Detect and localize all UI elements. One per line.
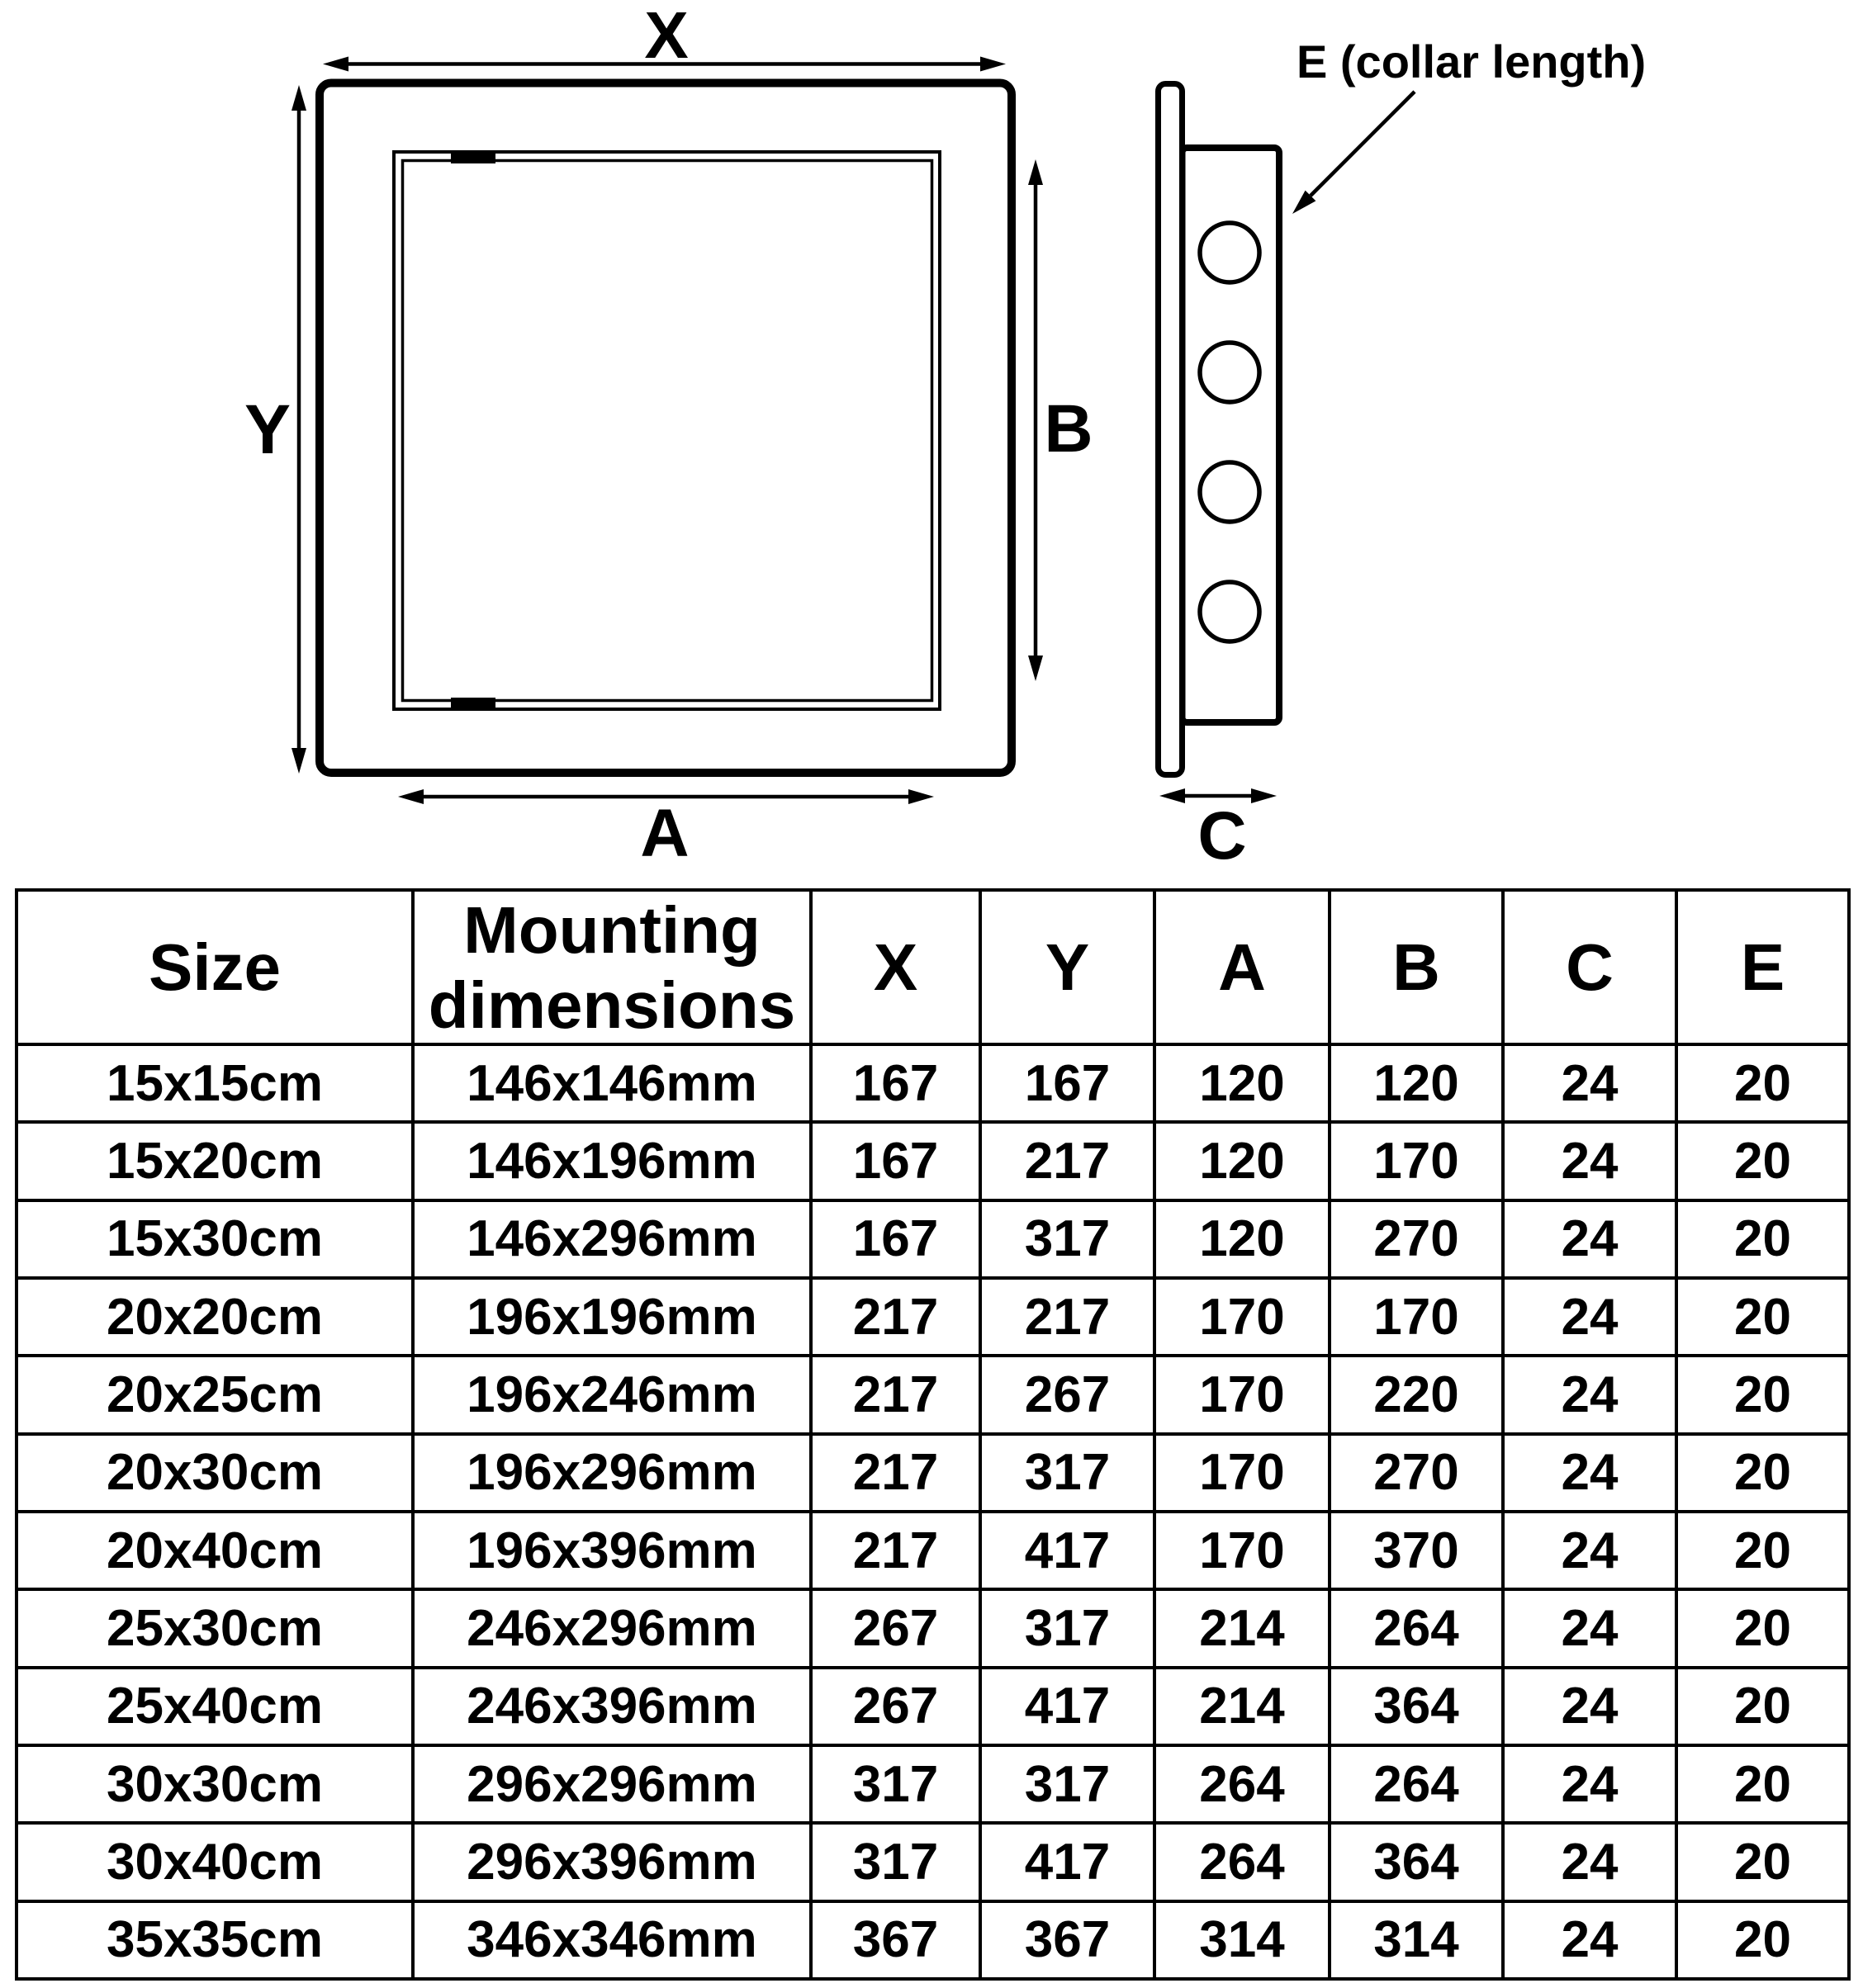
svg-text:A: A <box>640 796 689 871</box>
svg-text:B: B <box>1044 391 1093 466</box>
svg-text:X: X <box>644 0 688 72</box>
svg-text:E (collar length): E (collar length) <box>1297 36 1646 88</box>
svg-text:C: C <box>1197 798 1246 873</box>
svg-text:Y: Y <box>244 390 291 468</box>
